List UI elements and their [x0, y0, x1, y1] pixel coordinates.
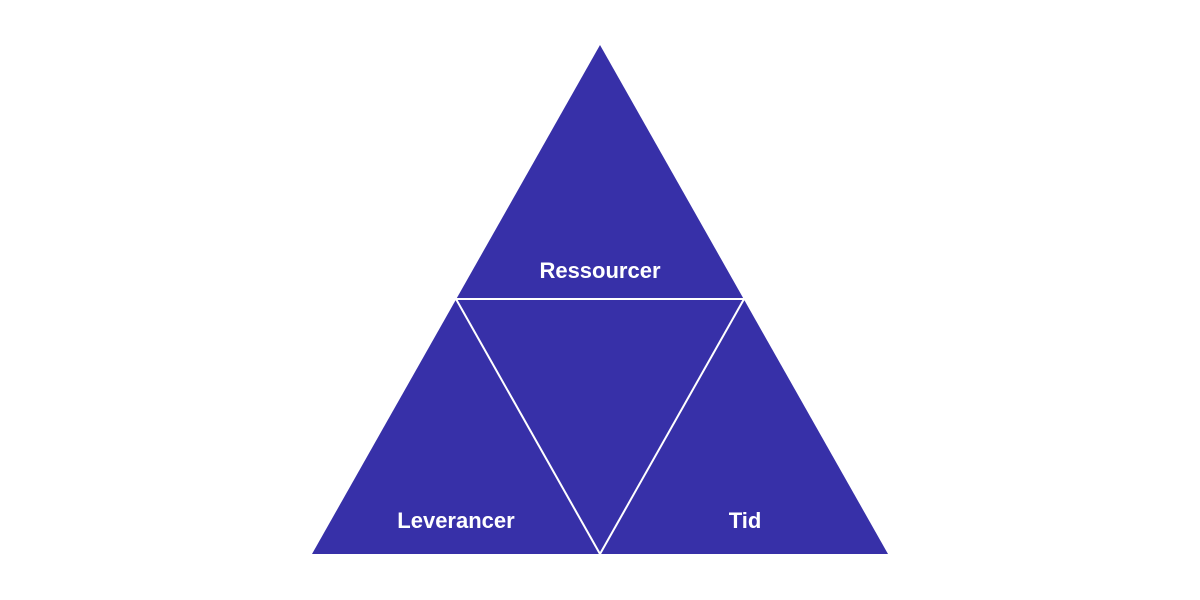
corner-label-leverancer: Leverancer [397, 508, 515, 533]
corner-label-ressourcer: Ressourcer [539, 258, 661, 283]
inner-triangle-left-edge [455, 298, 601, 555]
inner-triangle-right-edge [599, 298, 745, 555]
corner-label-tid: Tid [729, 508, 762, 533]
